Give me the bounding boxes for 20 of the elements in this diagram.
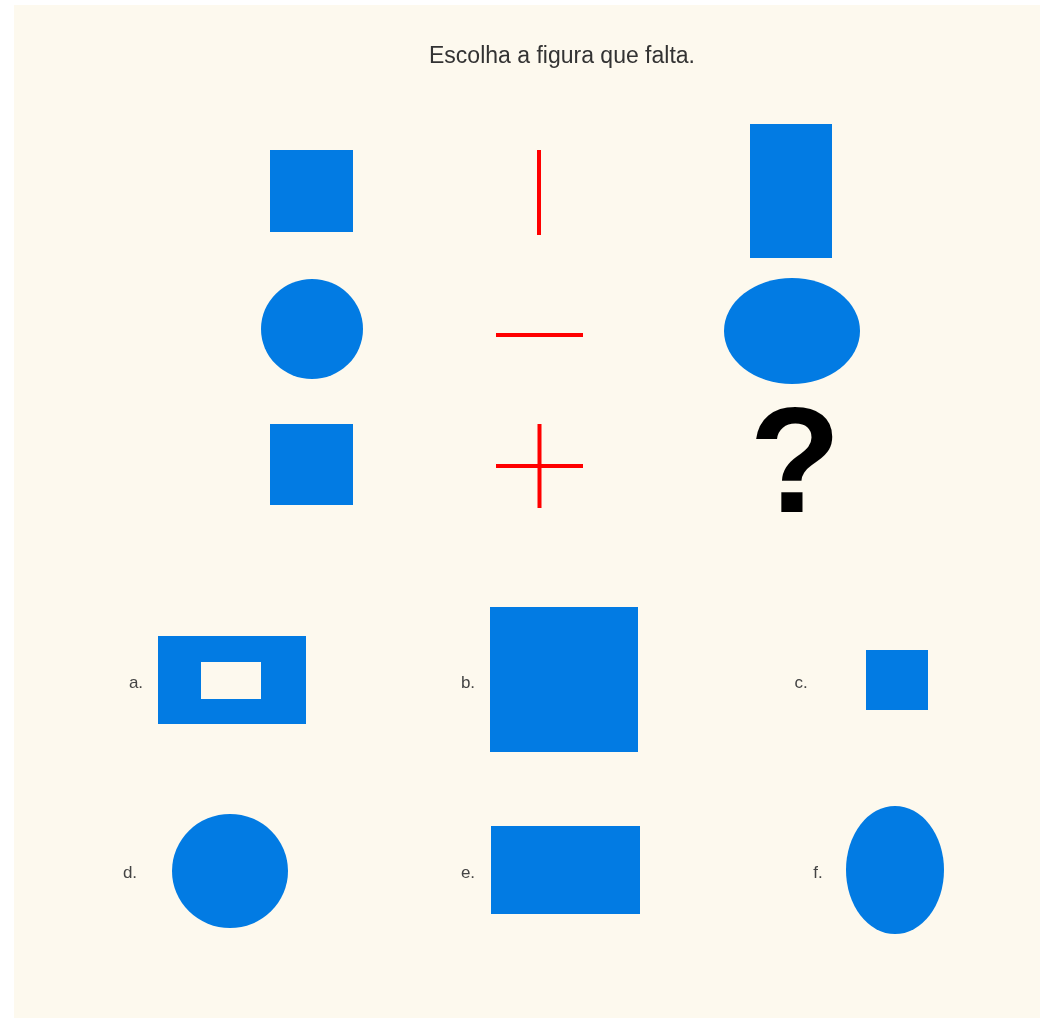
option-label: a. bbox=[128, 673, 144, 691]
square bbox=[866, 650, 928, 710]
square bbox=[490, 607, 638, 752]
option-label: f. bbox=[813, 863, 823, 881]
rectangle bbox=[491, 826, 640, 914]
option-label: b. bbox=[460, 673, 476, 691]
title: Escolha a figura que falta. bbox=[428, 42, 696, 69]
option-label: d. bbox=[122, 863, 138, 881]
plus-sign bbox=[496, 424, 583, 508]
option-label: c. bbox=[794, 673, 808, 691]
rectangle bbox=[750, 124, 832, 258]
square bbox=[270, 150, 353, 232]
circle bbox=[172, 814, 288, 928]
ellipse bbox=[724, 278, 860, 384]
ellipse bbox=[846, 806, 944, 934]
rectangle-with-hole bbox=[158, 636, 306, 724]
circle bbox=[261, 279, 363, 379]
option-label: e. bbox=[460, 863, 476, 881]
square bbox=[270, 424, 353, 505]
question-mark: ? bbox=[749, 385, 841, 535]
